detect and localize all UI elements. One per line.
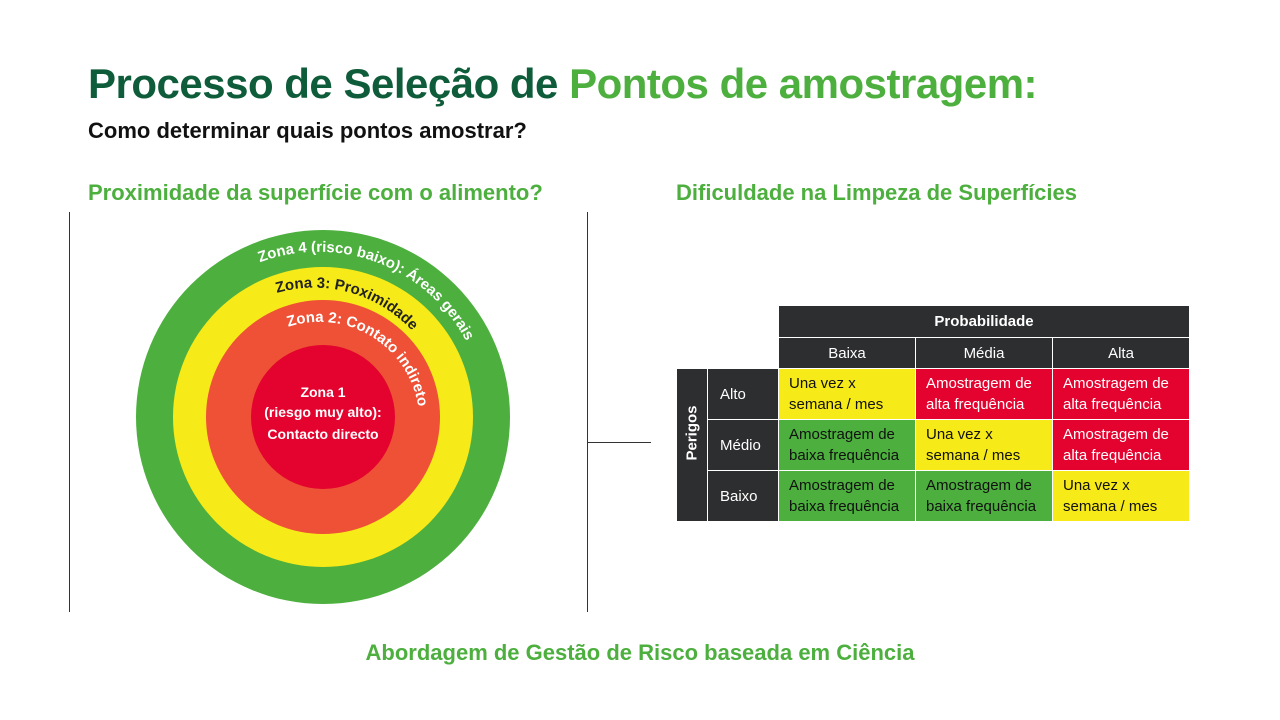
cell-line-2: alta frequência: [926, 396, 1025, 413]
row-label-medio: Médio: [707, 419, 779, 471]
matrix-row-baixo: Baixo Amostragem de baixa frequência Amos…: [677, 470, 1190, 522]
cell-line-1: Amostragem de: [926, 477, 1032, 494]
column-header-media: Média: [915, 337, 1053, 369]
column-header-baixa: Baixa: [778, 337, 916, 369]
zone-1-label-line-2: (riesgo muy alto):: [264, 404, 381, 420]
matrix-cell: Amostragem de alta frequência: [1052, 419, 1190, 471]
zone-1-circle: [251, 345, 395, 489]
cell-line-1: Una vez x: [1063, 477, 1130, 494]
zone-1-label-line-3: Contacto directo: [267, 426, 378, 442]
cell-line-1: Amostragem de: [789, 426, 895, 443]
matrix-cell: Una vez x semana / mes: [915, 419, 1053, 471]
matrix-corner: [677, 306, 779, 338]
column-header-alta: Alta: [1052, 337, 1190, 369]
matrix-row-alto: Perigos Alto Una vez x semana / mes Amost…: [676, 368, 1190, 522]
zone-1-label-line-1: Zona 1: [300, 384, 345, 400]
cell-line-2: semana / mes: [789, 396, 884, 413]
cell-line-1: Amostragem de: [1063, 375, 1169, 392]
matrix-corner-2: [677, 338, 779, 369]
cell-line-1: Una vez x: [926, 426, 993, 443]
cell-line-1: Amostragem de: [789, 477, 895, 494]
cell-line-2: baixa frequência: [926, 498, 1037, 515]
connector-line: [587, 442, 651, 443]
cell-line-1: Una vez x: [789, 375, 856, 392]
cell-line-2: semana / mes: [926, 447, 1021, 464]
matrix-cell: Una vez x semana / mes: [1052, 470, 1190, 522]
hazards-header: Perigos: [676, 368, 708, 522]
hazards-header-label: Perigos: [683, 404, 701, 460]
page-title: Processo de Seleção de Pontos de amostra…: [88, 60, 1038, 108]
risk-zones-diagram: Zona 4 (risco baixo): Áreas gerais Zona …: [136, 230, 510, 604]
left-divider: [69, 212, 70, 612]
title-part-2: Pontos de amostragem:: [569, 60, 1038, 107]
matrix-cell: Amostragem de alta frequência: [1052, 368, 1190, 420]
matrix-row-medio: Médio Amostragem de baixa frequência Una …: [677, 419, 1190, 471]
matrix-cell: Una vez x semana / mes: [778, 368, 916, 420]
matrix-cell: Amostragem de baixa frequência: [778, 470, 916, 522]
matrix-cell: Amostragem de baixa frequência: [915, 470, 1053, 522]
center-divider: [587, 212, 588, 612]
cell-line-1: Amostragem de: [926, 375, 1032, 392]
cell-line-1: Amostragem de: [1063, 426, 1169, 443]
left-heading: Proximidade da superfície com o alimento…: [88, 180, 543, 205]
cell-line-2: baixa frequência: [789, 447, 900, 464]
title-part-1: Processo de Seleção de: [88, 60, 558, 107]
risk-matrix: Probabilidade Baixa Média Alta Perigos A…: [676, 305, 1190, 522]
probability-header: Probabilidade: [778, 305, 1190, 338]
cell-line-2: alta frequência: [1063, 396, 1162, 413]
matrix-cell: Amostragem de alta frequência: [915, 368, 1053, 420]
cell-line-2: alta frequência: [1063, 447, 1162, 464]
row-label-alto: Alto: [707, 368, 779, 420]
row-label-baixo: Baixo: [707, 470, 779, 522]
cell-line-2: semana / mes: [1063, 498, 1158, 515]
cell-line-2: baixa frequência: [789, 498, 900, 515]
matrix-cell: Amostragem de baixa frequência: [778, 419, 916, 471]
footer-text: Abordagem de Gestão de Risco baseada em …: [365, 640, 915, 665]
right-heading: Dificuldade na Limpeza de Superfícies: [676, 180, 1077, 205]
page-subtitle: Como determinar quais pontos amostrar?: [88, 118, 527, 143]
